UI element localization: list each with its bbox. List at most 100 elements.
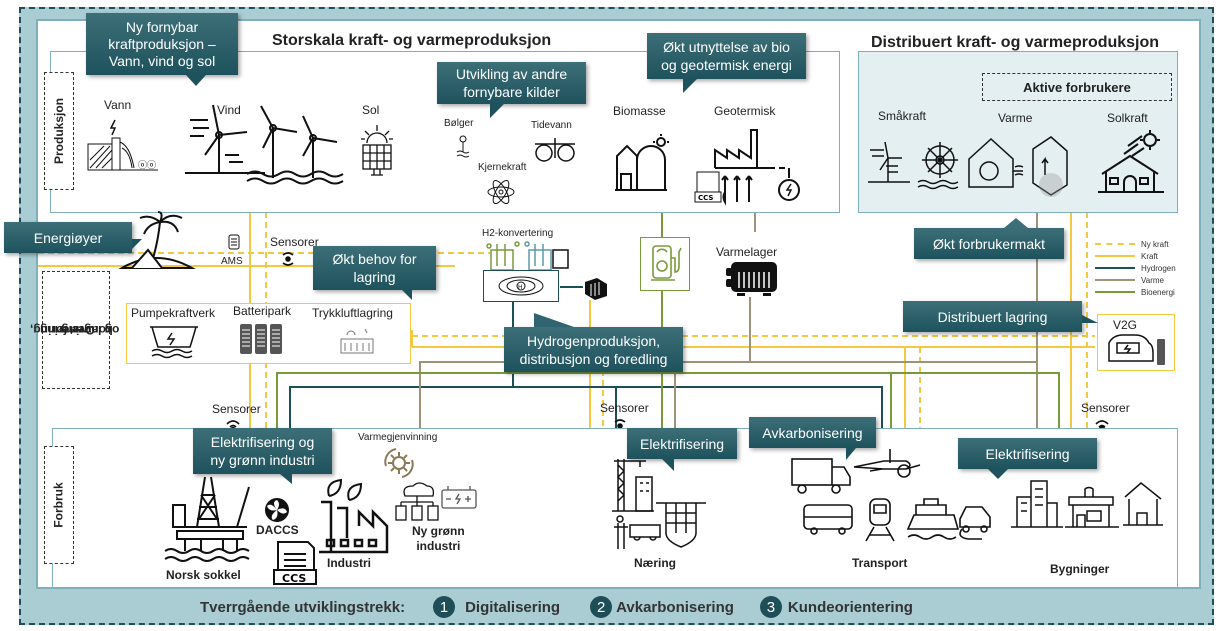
label-industri: Industri bbox=[327, 556, 371, 570]
transport-vehicles-icon bbox=[791, 449, 991, 542]
label-ny-gronn-line-2: industri bbox=[416, 539, 461, 553]
tidal-power-icon bbox=[535, 138, 575, 162]
row-label-produksjon-text: Produksjon bbox=[52, 97, 67, 165]
label-sensorer-right: Sensorer bbox=[1081, 401, 1130, 415]
battery-storage-icon bbox=[441, 486, 477, 509]
label-bolger: Bølger bbox=[444, 118, 474, 129]
callout-elektrifisering-bygg: Elektrifisering bbox=[958, 438, 1097, 469]
callout-tail bbox=[662, 459, 674, 471]
trend-avkarbonisering: Avkarbonisering bbox=[616, 598, 734, 616]
label-solkraft: Solkraft bbox=[1107, 111, 1148, 125]
legend-swatch-bioenergi bbox=[1095, 291, 1135, 293]
label-h2-konvertering: H2-konvertering bbox=[482, 228, 554, 239]
legend-label: Ny kraft bbox=[1141, 239, 1169, 249]
row-label-produksjon: Produksjon bbox=[44, 72, 74, 190]
legend-item-kraft: Kraft bbox=[1095, 250, 1176, 262]
label-v2g: V2G bbox=[1113, 318, 1138, 332]
battery-park-icon bbox=[240, 324, 282, 354]
rooftop-solar-house-icon bbox=[1098, 130, 1164, 193]
label-varmelager: Varmelager bbox=[716, 245, 778, 259]
fuel-pump-icon bbox=[651, 245, 682, 281]
label-smakraft: Småkraft bbox=[878, 109, 927, 123]
callout-line: fornybare kilder bbox=[463, 84, 560, 100]
callout-line: kraftproduksjon – bbox=[108, 35, 216, 52]
label-vann: Vann bbox=[104, 98, 132, 112]
label-ny-gronn-line-1: Ny grønn bbox=[412, 524, 465, 538]
industry-factory-icon bbox=[319, 478, 389, 554]
callout-line: Vann, vind og sol bbox=[108, 52, 216, 69]
data-center-cloud-icon bbox=[395, 482, 439, 521]
aktive-forbrukere-box: Aktive forbrukere bbox=[982, 73, 1172, 101]
wave-power-icon bbox=[456, 135, 470, 158]
solar-panel-icon bbox=[361, 125, 393, 176]
callout-tail bbox=[534, 313, 574, 327]
legend-swatch-ny-kraft bbox=[1095, 243, 1135, 245]
nuclear-atom-icon bbox=[487, 179, 515, 205]
label-transport: Transport bbox=[852, 556, 908, 570]
label-sensorer-left: Sensorer bbox=[212, 402, 261, 416]
label-vind: Vind bbox=[217, 103, 241, 117]
trend-number-1: 1 bbox=[433, 596, 456, 618]
callout-text: Økt forbrukermakt bbox=[932, 235, 1046, 252]
callout-line: Hydrogenproduksjon, bbox=[526, 332, 661, 349]
legend-label: Bioenergi bbox=[1141, 287, 1175, 297]
smart-meter-ams-icon bbox=[228, 234, 240, 250]
pumped-hydro-icon bbox=[150, 326, 198, 359]
hydropower-dam-icon: ⓞⓞ bbox=[87, 119, 158, 171]
biomass-plant-icon bbox=[615, 134, 669, 191]
legend: Ny kraft Kraft Hydrogen Varme Bioenergi bbox=[1095, 238, 1176, 298]
trend-digitalisering: Digitalisering bbox=[465, 598, 561, 616]
callout-elektrifisering-naering: Elektrifisering bbox=[627, 428, 737, 459]
geothermal-plant-icon: CCS bbox=[694, 129, 800, 206]
callout-line: og geotermisk energi bbox=[661, 57, 792, 73]
callout-tail bbox=[280, 474, 292, 484]
callout-tail bbox=[132, 239, 142, 249]
callout-tail bbox=[988, 469, 1008, 479]
hydrogen-storage-box bbox=[483, 270, 559, 302]
label-varme: Varme bbox=[998, 111, 1033, 125]
callout-forbrukermakt: Økt forbrukermakt bbox=[914, 228, 1064, 259]
callout-tail bbox=[1004, 218, 1028, 228]
callout-tail bbox=[490, 104, 504, 118]
legend-label: Hydrogen bbox=[1141, 263, 1176, 273]
callout-tail bbox=[392, 290, 412, 300]
callout-line: lagring bbox=[353, 269, 396, 285]
label-geotermisk: Geotermisk bbox=[714, 104, 776, 118]
legend-item-hydrogen: Hydrogen bbox=[1095, 262, 1176, 274]
label-sensorer-mid: Sensorer bbox=[600, 401, 649, 415]
storage-frame bbox=[126, 303, 411, 364]
crosscutting-trends-bar: Tverrgående utviklingstrekk: 1 Digitalis… bbox=[200, 595, 1000, 619]
legend-label: Varme bbox=[1141, 275, 1164, 285]
callout-text: Distribuert lagring bbox=[937, 308, 1048, 325]
wind-turbines-icon bbox=[185, 104, 344, 185]
trend-kundeorientering: Kundeorientering bbox=[787, 598, 913, 616]
energy-island-icon bbox=[118, 211, 196, 269]
hydrogen-tank-icon: H bbox=[498, 276, 544, 296]
buildings-icon bbox=[1011, 480, 1163, 528]
label-kjernekraft: Kjernekraft bbox=[478, 162, 527, 173]
crosscutting-title: Tverrgående utviklingstrekk: bbox=[200, 598, 406, 616]
label-trykkluftlagring: Trykkluftlagring bbox=[312, 306, 393, 320]
row-label-line-3: og lagring bbox=[61, 323, 119, 337]
label-daccs: DACCS bbox=[256, 523, 299, 537]
electrolyser-icon bbox=[486, 241, 569, 271]
callout-line: distribusjon og foredling bbox=[519, 350, 668, 367]
legend-swatch-hydrogen bbox=[1095, 267, 1135, 269]
business-commercial-icon bbox=[612, 459, 706, 549]
daccs-fan-icon bbox=[265, 498, 289, 522]
callout-text: Elektrifisering bbox=[639, 435, 725, 452]
label-bygninger: Bygninger bbox=[1050, 562, 1110, 576]
callout-avkarbonisering: Avkarbonisering bbox=[749, 417, 876, 448]
geothermal-ccs-text: CCS bbox=[698, 194, 713, 202]
callout-tail bbox=[683, 79, 697, 93]
callout-tail bbox=[846, 448, 856, 460]
compressed-air-storage-icon bbox=[340, 328, 374, 354]
label-tidevann: Tidevann bbox=[531, 120, 572, 131]
callout-line: Elektrifisering og bbox=[210, 434, 315, 450]
small-hydro-icon bbox=[868, 141, 959, 190]
legend-label: Kraft bbox=[1141, 251, 1158, 261]
